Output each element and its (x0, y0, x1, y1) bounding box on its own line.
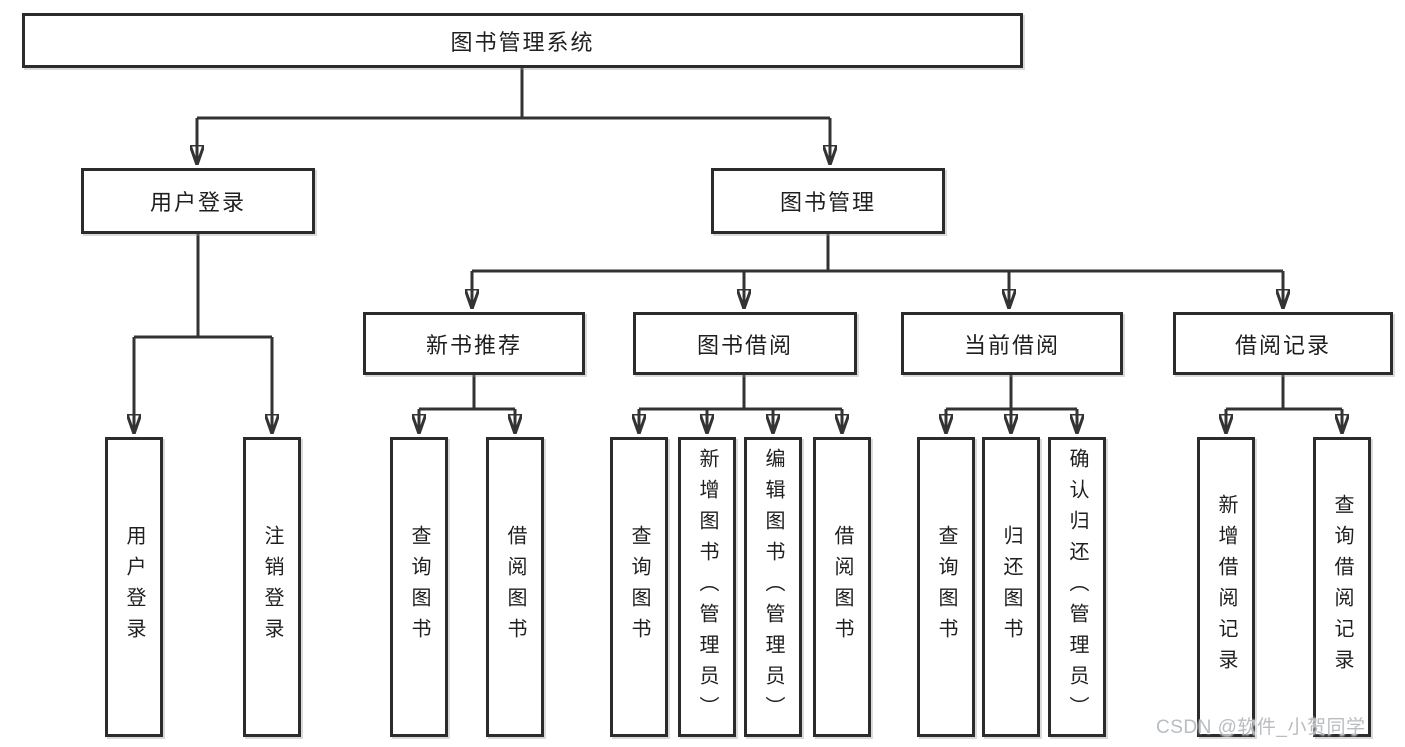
leaf-current-query-books: 查询图书 (917, 437, 975, 737)
csdn-watermark: CSDN @软件_小贺同学 (1156, 717, 1366, 738)
leaf-current-return-books: 归还图书 (982, 437, 1040, 737)
edges-user-login-children (134, 234, 272, 433)
node-current-borrow: 当前借阅 (901, 312, 1123, 375)
leaf-user-login: 用户登录 (105, 437, 163, 737)
leaf-label: 查询图书 (628, 525, 650, 649)
node-new-book-recommend: 新书推荐 (363, 312, 585, 375)
node-book-borrow: 图书借阅 (633, 312, 857, 375)
edges-book-borrow-children (639, 375, 842, 433)
node-label: 图书管理 (779, 190, 876, 215)
edges-root-to-level2 (197, 68, 830, 164)
node-borrow-records: 借阅记录 (1173, 312, 1393, 375)
node-root-system: 图书管理系统 (22, 13, 1023, 68)
leaf-borrow-borrow-books: 借阅图书 (813, 437, 871, 737)
node-label: 图书借阅 (696, 332, 793, 358)
leaf-current-confirm-return-admin: 确认归还（管理员） (1048, 437, 1106, 737)
leaf-borrow-add-books-admin: 新增图书（管理员） (678, 437, 736, 737)
leaf-label: 查询借阅记录 (1331, 494, 1353, 680)
leaf-borrow-edit-books-admin: 编辑图书（管理员） (744, 437, 802, 737)
edges-borrow-records-children (1226, 375, 1342, 433)
leaf-label: 查询图书 (935, 525, 957, 649)
leaf-label: 注销登录 (261, 525, 283, 649)
leaf-label: 归还图书 (1000, 525, 1022, 649)
node-label: 新书推荐 (425, 332, 522, 358)
leaf-label: 借阅图书 (504, 525, 526, 649)
leaf-records-query-record: 查询借阅记录 (1313, 437, 1371, 737)
leaf-records-add-record: 新增借阅记录 (1197, 437, 1255, 737)
edges-current-borrow-children (946, 375, 1077, 433)
node-book-management: 图书管理 (711, 168, 945, 234)
leaf-borrow-query-books: 查询图书 (610, 437, 668, 737)
leaf-logout: 注销登录 (243, 437, 301, 737)
node-user-login: 用户登录 (81, 168, 315, 234)
leaf-label: 新增借阅记录 (1215, 494, 1237, 680)
edges-new-books-children (419, 375, 515, 433)
leaf-label: 借阅图书 (831, 525, 853, 649)
leaf-label: 用户登录 (123, 525, 145, 649)
node-label: 借阅记录 (1234, 332, 1331, 358)
node-label: 当前借阅 (963, 332, 1060, 358)
edges-book-mgmt-to-modules (472, 234, 1283, 308)
leaf-label: 查询图书 (408, 525, 430, 649)
leaf-newbooks-query-books: 查询图书 (390, 437, 448, 737)
leaf-label: 编辑图书（管理员） (762, 447, 784, 727)
node-label: 图书管理系统 (450, 29, 595, 55)
leaf-label: 确认归还（管理员） (1066, 447, 1088, 727)
leaf-newbooks-borrow-books: 借阅图书 (486, 437, 544, 737)
leaf-label: 新增图书（管理员） (696, 447, 718, 727)
node-label: 用户登录 (149, 190, 246, 215)
